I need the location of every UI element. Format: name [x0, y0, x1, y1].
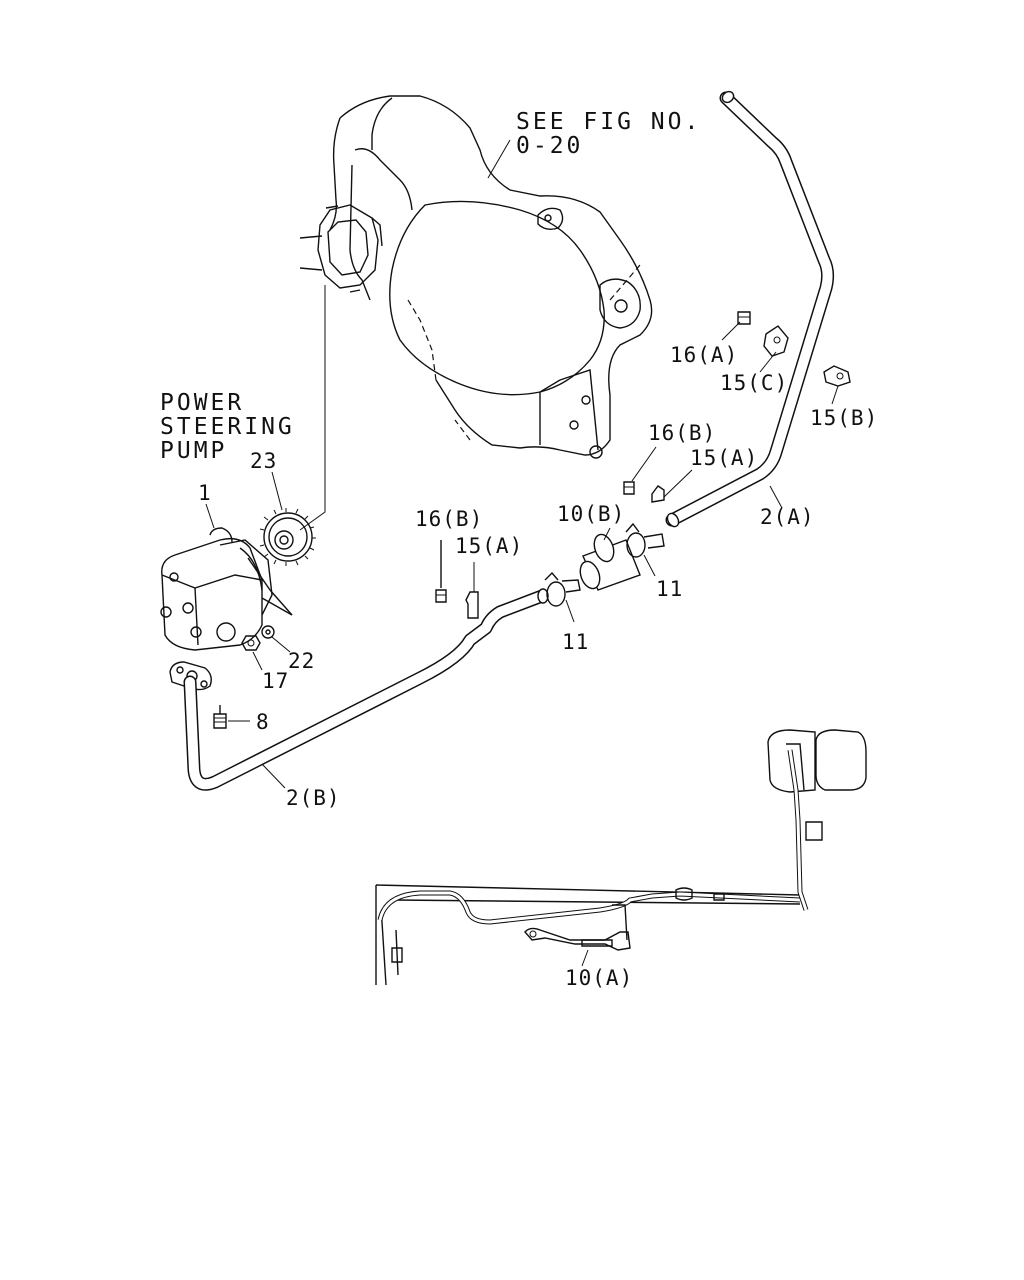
clip-part-15a-right	[651, 485, 665, 503]
figure-reference-line1: SEE FIG NO.	[516, 109, 701, 135]
bolt-part-8	[213, 705, 250, 729]
label-part-15a-left: 15(A)	[455, 534, 523, 558]
figure-reference-line2: 0-20	[516, 133, 583, 159]
label-part-15b: 15(B)	[810, 406, 878, 430]
label-part-1: 1	[198, 481, 212, 505]
bolt-part-16b-right	[623, 481, 635, 495]
label-part-10a: 10(A)	[565, 966, 633, 990]
bolt-part-16a	[737, 311, 751, 325]
label-part-23: 23	[250, 449, 277, 473]
hose-clamp-part-11-right	[625, 522, 665, 577]
clip-part-15a-left	[465, 591, 479, 619]
pump-title-line3: PUMP	[160, 438, 227, 464]
inset-chassis-routing	[375, 729, 867, 986]
pipe-part-2a	[665, 90, 835, 528]
pipe-part-2b	[183, 588, 549, 791]
label-part-16b-left: 16(B)	[415, 507, 483, 531]
label-part-17: 17	[262, 669, 289, 693]
nut-part-17	[241, 635, 261, 651]
drive-gear-part-23	[259, 508, 316, 566]
pump-title-line1: POWER	[160, 390, 244, 416]
hose-part-10b	[579, 533, 641, 591]
label-part-16b-right: 16(B)	[648, 421, 716, 445]
label-part-15c: 15(C)	[720, 371, 788, 395]
gear-leader-line	[299, 285, 326, 531]
washer-part-22	[261, 625, 275, 639]
label-part-22: 22	[288, 649, 315, 673]
label-part-16a: 16(A)	[670, 343, 738, 367]
label-part-10b: 10(B)	[557, 502, 625, 526]
label-part-2a: 2(A)	[760, 505, 815, 529]
label-part-8: 8	[256, 710, 270, 734]
clip-part-15b	[823, 365, 851, 387]
bolt-part-16b-left	[435, 540, 447, 603]
label-part-11-left: 11	[562, 630, 589, 654]
label-part-2b: 2(B)	[286, 786, 341, 810]
pump-title-line2: STEERING	[160, 414, 295, 440]
power-steering-pump	[160, 527, 293, 651]
clip-part-15c	[763, 325, 789, 357]
label-part-15a-right: 15(A)	[690, 446, 758, 470]
hose-clamp-part-11-left	[544, 571, 581, 623]
timing-gear-case	[299, 95, 653, 459]
label-part-11-right: 11	[656, 577, 683, 601]
